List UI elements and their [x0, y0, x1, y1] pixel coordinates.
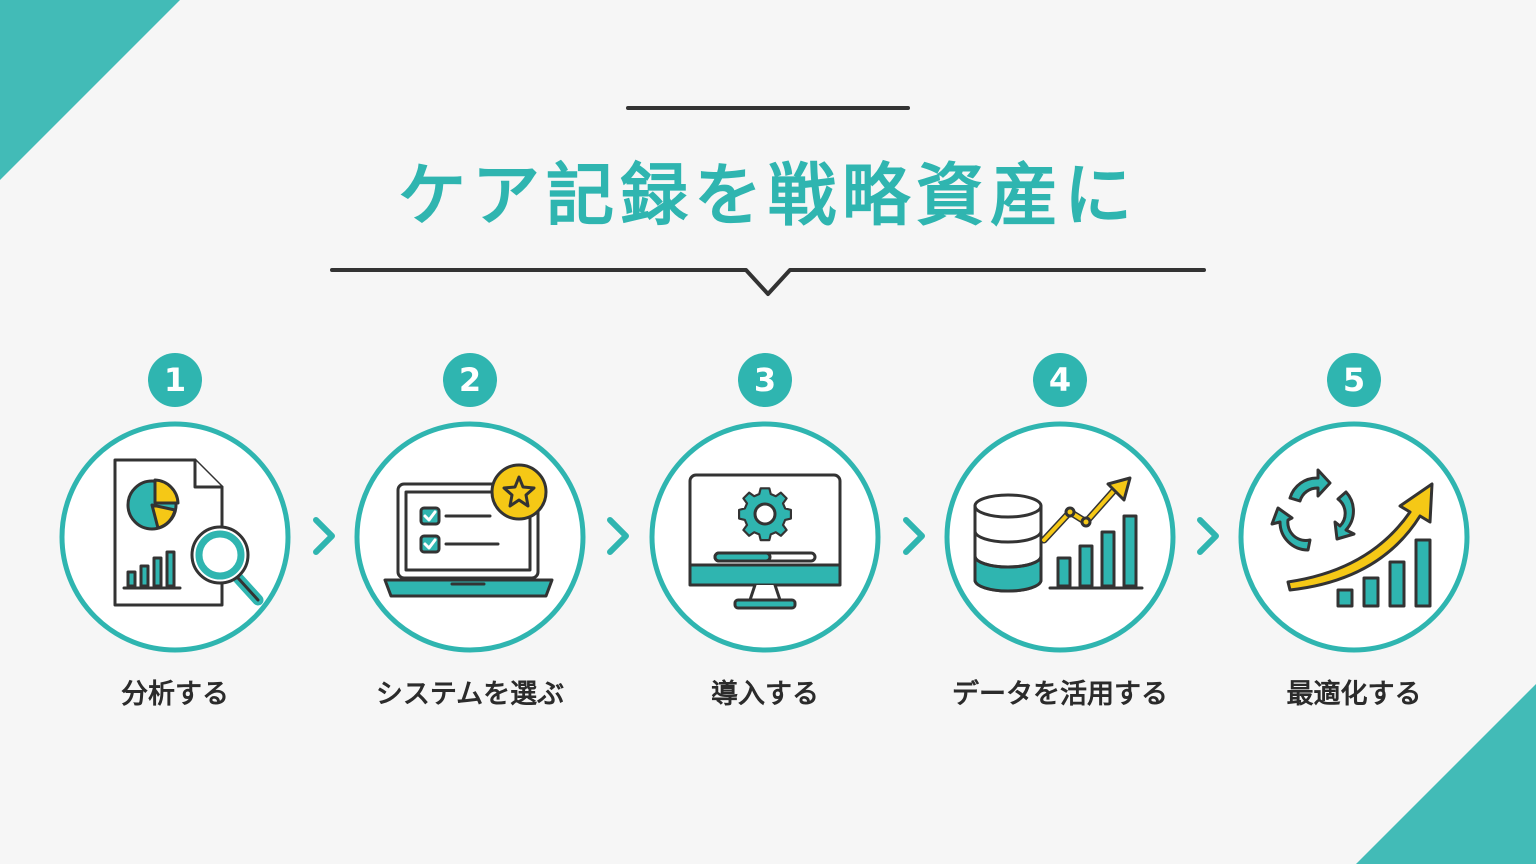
- step-3-label: 導入する: [711, 679, 819, 710]
- step-3-number-badge: 3: [738, 353, 792, 407]
- document-analysis-icon: [113, 458, 264, 607]
- top-left-corner-triangle: [0, 0, 180, 180]
- laptop-checklist-icon: [383, 463, 554, 598]
- optimize-growth-icon: [1270, 468, 1434, 608]
- step-4-label: データを活用する: [952, 679, 1168, 710]
- chevron-right-icon: [1197, 517, 1219, 555]
- step-5-circle: [1238, 421, 1470, 653]
- chevron-right-icon: [313, 517, 335, 555]
- step-2-label: システムを選ぶ: [375, 679, 565, 710]
- page-title: ケア記録を戦略資産に: [397, 157, 1138, 236]
- step-2-number-badge: 2: [443, 353, 497, 407]
- step-1-label: 分析する: [121, 679, 229, 710]
- step-5-label: 最適化する: [1286, 679, 1422, 710]
- chevron-right-icon: [903, 517, 925, 555]
- step-1-number-badge: 1: [148, 353, 202, 407]
- database-growth-icon: [973, 476, 1144, 593]
- step-4-number-badge: 4: [1033, 353, 1087, 407]
- monitor-gear-icon: [688, 473, 842, 610]
- step-5-number-badge: 5: [1327, 353, 1381, 407]
- title-bottom-pointer-line: [330, 268, 1206, 296]
- bottom-right-corner-triangle: [1356, 684, 1536, 864]
- chevron-right-icon: [607, 517, 629, 555]
